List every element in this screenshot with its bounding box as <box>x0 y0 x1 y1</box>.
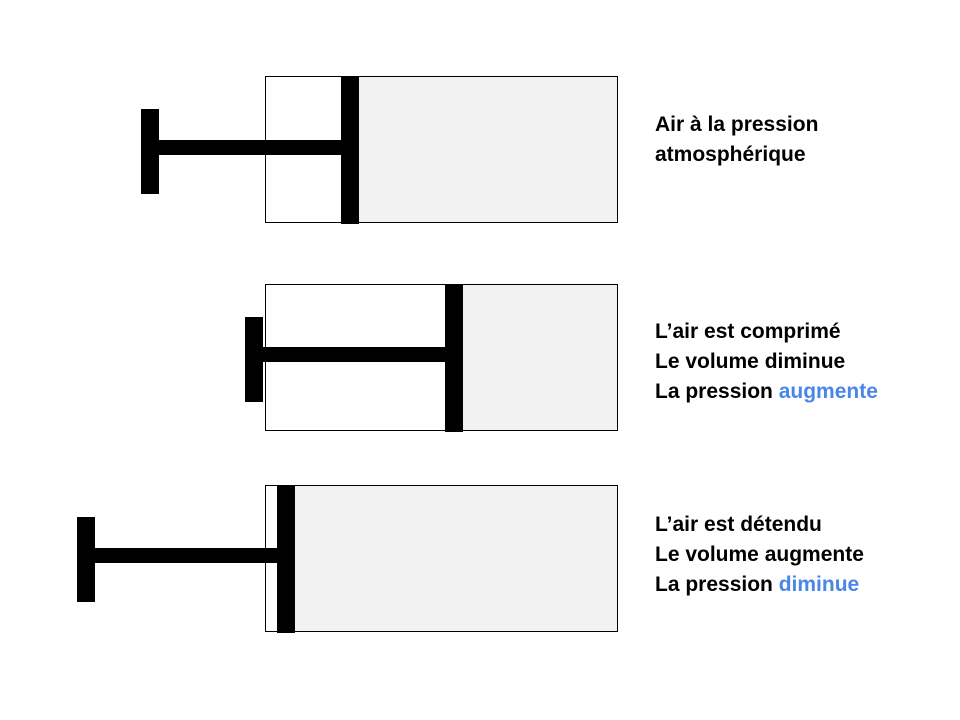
syringe-barrel <box>265 284 618 431</box>
highlight-word: augmente <box>778 380 878 403</box>
plunger-rod <box>262 347 447 362</box>
air-volume <box>358 77 617 222</box>
syringe-barrel <box>265 485 618 632</box>
caption-line: La pression augmente <box>655 377 878 407</box>
caption-prefix: La pression <box>655 380 779 403</box>
piston-head <box>341 76 359 224</box>
caption-line: L’air est détendu <box>655 513 822 536</box>
caption-prefix: La pression <box>655 573 779 596</box>
piston-head <box>277 485 295 633</box>
air-volume <box>462 285 617 430</box>
caption-line: La pression diminue <box>655 570 864 600</box>
highlight-word: diminue <box>778 573 860 596</box>
caption-line: Le volume augmente <box>655 543 864 566</box>
caption-atmospheric: Air à la pression atmosphérique <box>655 110 818 170</box>
caption-line: L’air est comprimé <box>655 320 841 343</box>
caption-expanded: L’air est détendu Le volume augmente La … <box>655 510 864 600</box>
piston-head <box>445 284 463 432</box>
plunger-handle <box>245 317 263 402</box>
caption-line: Le volume diminue <box>655 350 846 373</box>
plunger-rod <box>158 140 343 155</box>
syringe-barrel <box>265 76 618 223</box>
air-volume <box>294 486 617 631</box>
plunger-handle <box>77 517 95 602</box>
caption-line: Air à la pression <box>655 113 819 136</box>
caption-compressed: L’air est comprimé Le volume diminue La … <box>655 317 878 407</box>
plunger-handle <box>141 109 159 194</box>
plunger-rod <box>94 548 279 563</box>
caption-line: atmosphérique <box>655 143 806 166</box>
